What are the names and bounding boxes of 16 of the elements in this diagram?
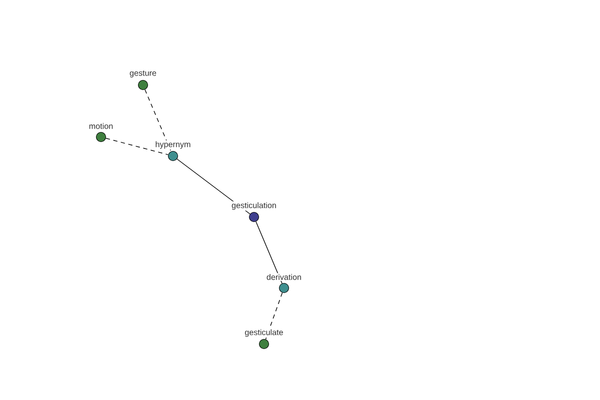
connector-line	[144, 89, 172, 152]
connector-line	[106, 138, 168, 156]
node-label: hypernym	[154, 140, 192, 150]
graph-node	[248, 212, 260, 222]
node-label: gesticulate	[244, 328, 284, 338]
node-label: gesticulation	[230, 201, 278, 211]
node-label: derivation	[266, 273, 302, 281]
graph-node	[258, 338, 270, 349]
node-label: motion	[88, 122, 114, 130]
graph-node	[278, 282, 290, 293]
graph-node	[96, 132, 106, 142]
graph-node	[138, 80, 148, 90]
connector-line	[265, 292, 283, 340]
graph-node	[168, 150, 178, 161]
connector-line	[256, 221, 282, 284]
node-label: gesture	[128, 70, 158, 78]
